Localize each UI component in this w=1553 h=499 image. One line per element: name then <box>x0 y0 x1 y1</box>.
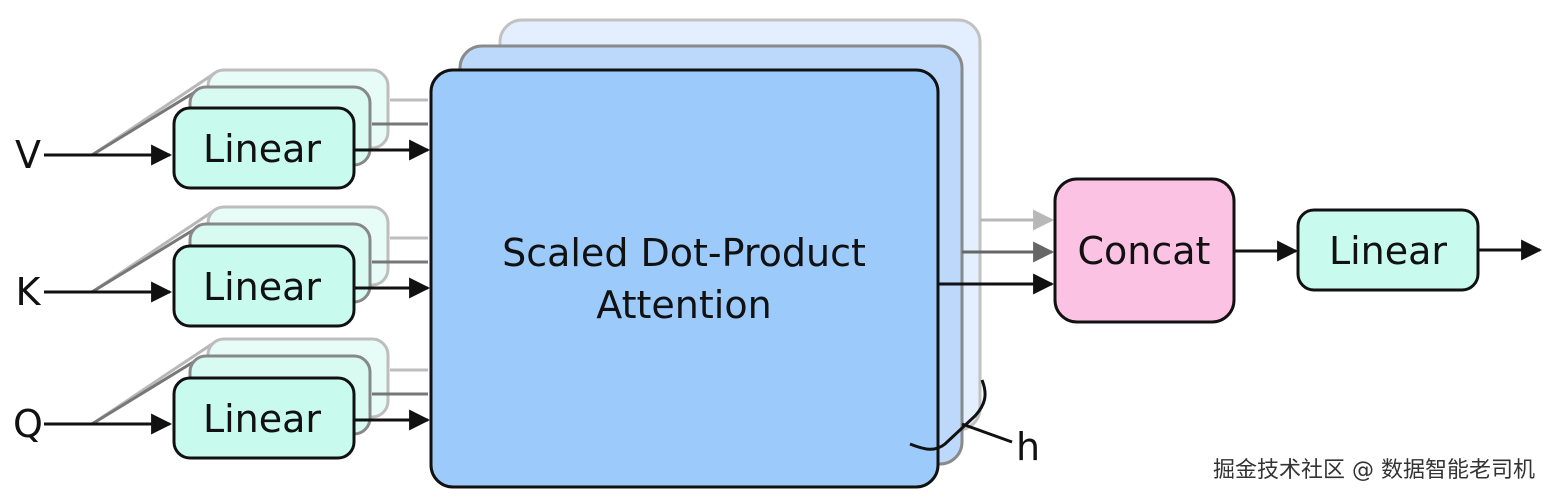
linear-k-label: Linear <box>203 265 321 309</box>
watermark-text: 掘金技术社区 @ 数据智能老司机 <box>1213 458 1535 483</box>
heads-label: h <box>1016 425 1040 469</box>
linear-stack-k: Linear K <box>16 205 431 328</box>
input-k-label: K <box>16 270 42 314</box>
linear-q-box <box>172 376 356 460</box>
concat-label: Concat <box>1078 229 1211 273</box>
input-v-label: V <box>15 133 41 177</box>
output-linear-label: Linear <box>1329 229 1447 273</box>
linear-q-label: Linear <box>203 397 321 441</box>
linear-v-label: Linear <box>203 127 321 171</box>
linear-stack-v: Linear V <box>15 68 431 190</box>
input-q-label: Q <box>13 402 43 446</box>
attention-box <box>429 68 940 489</box>
attention-stack: Scaled Dot-Product Attention <box>429 18 982 489</box>
heads-brace <box>909 379 987 451</box>
linear-v-box <box>172 106 356 190</box>
attention-label-line2: Attention <box>596 283 771 327</box>
linear-stack-q: Linear Q <box>13 337 431 460</box>
heads-pointer <box>961 422 1013 444</box>
linear-k-box <box>172 244 356 328</box>
attention-label-line1: Scaled Dot-Product <box>502 231 866 275</box>
